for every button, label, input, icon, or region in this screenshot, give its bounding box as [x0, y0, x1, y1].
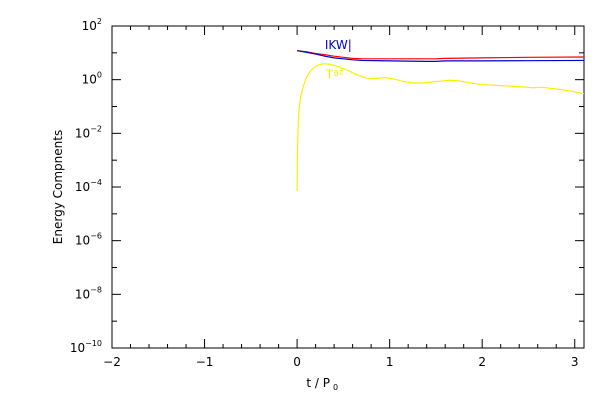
y-tick-label: 10−6 [75, 232, 102, 248]
y-tick-label: 10−4 [75, 178, 102, 194]
axis-ticks [111, 25, 584, 349]
series-line-2 [296, 63, 585, 192]
y-tick-label: 10−2 [75, 124, 102, 140]
x-tick-label: 2 [478, 355, 486, 369]
annotations: IKW| Tª² [325, 38, 352, 82]
x-tick-label: 3 [571, 355, 579, 369]
x-tick-label: 0 [293, 355, 301, 369]
series-line-1 [297, 50, 585, 62]
y-tick-label: 10−10 [70, 339, 102, 355]
chart-annotation: IKW| [325, 38, 352, 52]
x-tick-label: 1 [386, 355, 394, 369]
chart-annotation: Tª² [325, 68, 344, 82]
x-tick-label: −1 [196, 355, 214, 369]
y-tick-label: 10−8 [75, 285, 102, 301]
y-tick-label: 102 [82, 17, 102, 33]
series-group [296, 50, 585, 192]
series-line-0 [297, 50, 585, 60]
plot-frame [111, 25, 585, 349]
x-tick-label: −2 [103, 355, 121, 369]
x-axis-label-subscript: 0 [333, 383, 338, 392]
y-axis-label: Energy Compnents [51, 130, 65, 244]
tick-labels: −2 −1 0 1 2 3 102 100 10−2 10−4 10−6 10−8 10−10 [70, 17, 579, 369]
x-axis-label: t / P [306, 376, 330, 390]
y-tick-label: 100 [82, 71, 102, 87]
